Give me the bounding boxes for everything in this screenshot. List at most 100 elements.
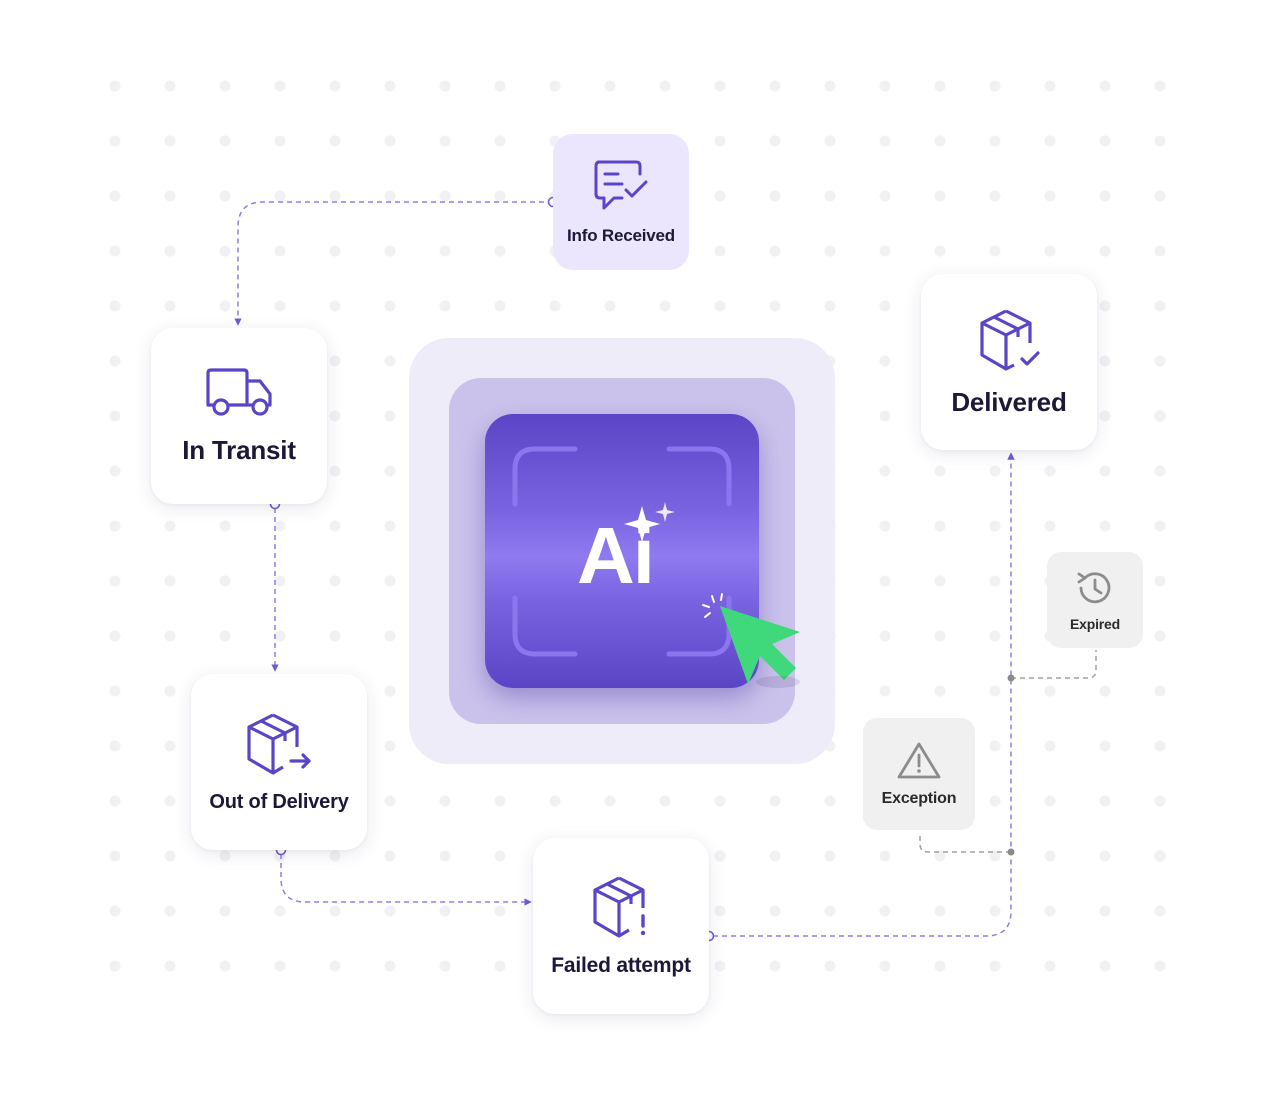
grid-dot bbox=[989, 630, 1001, 642]
grid-dot bbox=[714, 190, 726, 202]
grid-dot bbox=[824, 245, 836, 257]
grid-dot bbox=[714, 80, 726, 92]
grid-dot bbox=[109, 465, 121, 477]
grid-dot bbox=[164, 905, 176, 917]
grid-dot bbox=[384, 685, 396, 697]
grid-dot bbox=[274, 520, 286, 532]
grid-dot bbox=[384, 740, 396, 752]
grid-dot bbox=[769, 135, 781, 147]
box-alert-icon bbox=[593, 876, 646, 938]
grid-dot bbox=[1154, 960, 1166, 972]
grid-dot bbox=[1044, 905, 1056, 917]
grid-dot bbox=[879, 575, 891, 587]
grid-dot bbox=[769, 245, 781, 257]
grid-dot bbox=[659, 80, 671, 92]
grid-dot bbox=[1044, 795, 1056, 807]
grid-dot bbox=[604, 300, 616, 312]
grid-dot bbox=[329, 850, 341, 862]
grid-dot bbox=[714, 135, 726, 147]
grid-dot bbox=[219, 575, 231, 587]
grid-dot bbox=[879, 300, 891, 312]
grid-dot bbox=[1099, 465, 1111, 477]
grid-dot bbox=[879, 190, 891, 202]
grid-dot bbox=[989, 520, 1001, 532]
grid-dot bbox=[769, 300, 781, 312]
grid-dot bbox=[439, 135, 451, 147]
grid-dot bbox=[274, 135, 286, 147]
grid-dot bbox=[769, 850, 781, 862]
grid-dot bbox=[714, 245, 726, 257]
grid-dot bbox=[1154, 80, 1166, 92]
grid-dot bbox=[109, 685, 121, 697]
grid-dot bbox=[1044, 190, 1056, 202]
grid-dot bbox=[1099, 685, 1111, 697]
grid-dot bbox=[1044, 520, 1056, 532]
exception-card[interactable]: Exception bbox=[863, 718, 975, 830]
grid-dot bbox=[109, 960, 121, 972]
grid-dot bbox=[329, 630, 341, 642]
grid-dot bbox=[329, 80, 341, 92]
grid-dot bbox=[494, 190, 506, 202]
grid-dot bbox=[219, 300, 231, 312]
grid-dot bbox=[714, 905, 726, 917]
grid-dot bbox=[1154, 520, 1166, 532]
grid-dot bbox=[879, 135, 891, 147]
grid-dot bbox=[384, 520, 396, 532]
grid-dot bbox=[1154, 795, 1166, 807]
ai-tile[interactable]: Ai bbox=[485, 414, 759, 688]
in-transit-label: In Transit bbox=[182, 434, 296, 465]
grid-dot bbox=[989, 80, 1001, 92]
grid-dot bbox=[1099, 850, 1111, 862]
grid-dot bbox=[824, 135, 836, 147]
expired-label: Expired bbox=[1070, 616, 1120, 632]
expired-card[interactable]: Expired bbox=[1047, 552, 1143, 648]
grid-dot bbox=[1044, 245, 1056, 257]
grid-dot bbox=[439, 850, 451, 862]
grid-dot bbox=[164, 850, 176, 862]
grid-dot bbox=[714, 795, 726, 807]
grid-dot bbox=[934, 575, 946, 587]
grid-dot bbox=[549, 80, 561, 92]
grid-dot bbox=[384, 465, 396, 477]
grid-dot bbox=[384, 630, 396, 642]
grid-dot bbox=[329, 520, 341, 532]
grid-dot bbox=[824, 850, 836, 862]
out-for-delivery-card[interactable]: Out of Delivery bbox=[191, 674, 367, 850]
grid-dot bbox=[219, 245, 231, 257]
info-received-card[interactable]: Info Received bbox=[553, 134, 689, 270]
grid-dot bbox=[384, 850, 396, 862]
grid-dot bbox=[1099, 740, 1111, 752]
grid-dot bbox=[274, 905, 286, 917]
grid-dot bbox=[989, 850, 1001, 862]
grid-dot bbox=[109, 575, 121, 587]
grid-dot bbox=[164, 795, 176, 807]
grid-dot bbox=[329, 960, 341, 972]
grid-dot bbox=[879, 630, 891, 642]
grid-dot bbox=[659, 795, 671, 807]
grid-dot bbox=[1044, 465, 1056, 477]
grid-dot bbox=[989, 465, 1001, 477]
grid-dot bbox=[1044, 740, 1056, 752]
grid-dot bbox=[164, 190, 176, 202]
grid-dot bbox=[494, 300, 506, 312]
grid-dot bbox=[1154, 190, 1166, 202]
grid-dot bbox=[109, 905, 121, 917]
grid-dot bbox=[109, 190, 121, 202]
grid-dot bbox=[549, 795, 561, 807]
grid-dot bbox=[1099, 410, 1111, 422]
grid-dot bbox=[934, 850, 946, 862]
grid-dot bbox=[329, 905, 341, 917]
delivered-card[interactable]: Delivered bbox=[921, 274, 1097, 450]
grid-dot bbox=[494, 960, 506, 972]
failed-attempt-card[interactable]: Failed attempt bbox=[533, 838, 709, 1014]
grid-dot bbox=[219, 905, 231, 917]
grid-dot bbox=[164, 245, 176, 257]
grid-dot bbox=[934, 520, 946, 532]
grid-dot bbox=[989, 905, 1001, 917]
grid-dot bbox=[494, 245, 506, 257]
in-transit-card[interactable]: In Transit bbox=[151, 328, 327, 504]
grid-dot bbox=[494, 795, 506, 807]
grid-dot bbox=[109, 80, 121, 92]
grid-dot bbox=[439, 960, 451, 972]
grid-dot bbox=[384, 190, 396, 202]
